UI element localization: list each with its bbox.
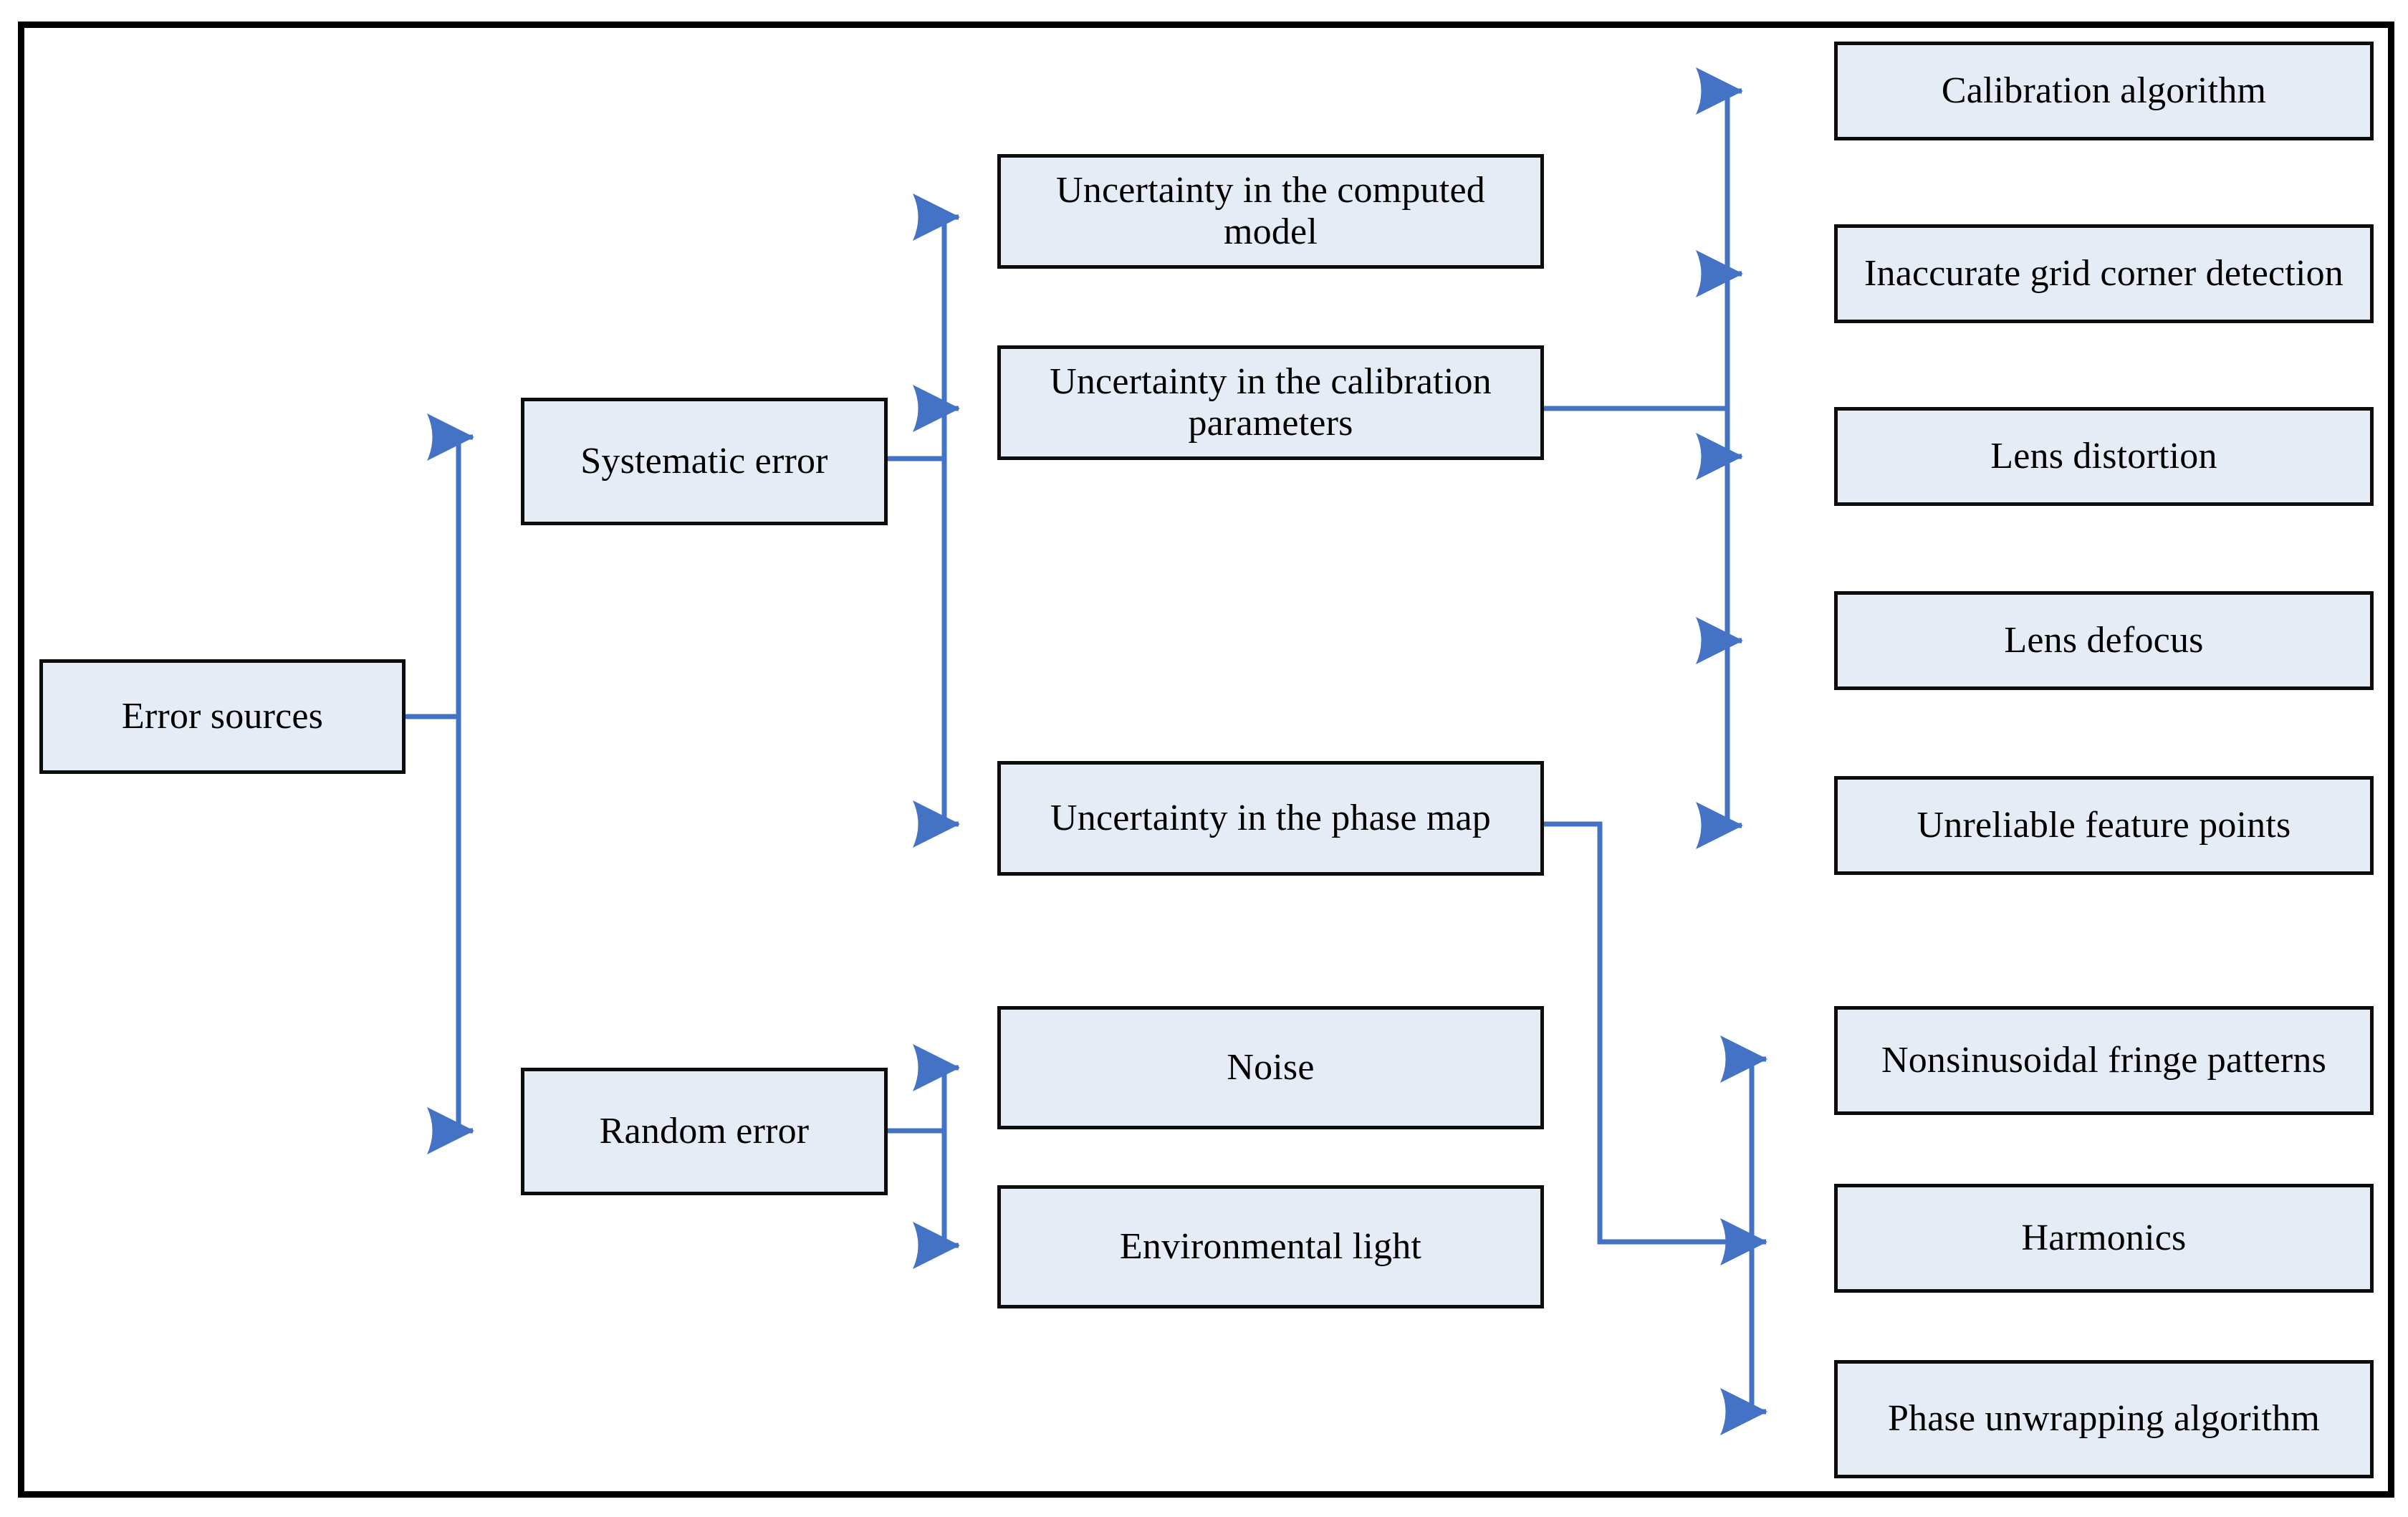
node-label: Random error (599, 1110, 810, 1152)
node-label: Environmental light (1119, 1225, 1422, 1267)
node-label: Phase unwrapping algorithm (1887, 1398, 2321, 1440)
node-error-sources[interactable]: Error sources (39, 659, 406, 774)
node-inaccurate-grid-corner-detection[interactable]: Inaccurate grid corner detection (1834, 224, 2374, 323)
node-label: Nonsinusoidal fringe patterns (1881, 1039, 2326, 1081)
node-unreliable-feature-points[interactable]: Unreliable feature points (1834, 776, 2374, 875)
node-label: Calibration algorithm (1941, 70, 2267, 111)
node-label: Systematic error (580, 440, 828, 482)
node-lens-defocus[interactable]: Lens defocus (1834, 591, 2374, 690)
node-label: Lens defocus (2004, 619, 2204, 661)
node-environmental-light[interactable]: Environmental light (997, 1185, 1544, 1308)
node-label: Uncertainty in the phase map (1050, 797, 1491, 838)
node-harmonics[interactable]: Harmonics (1834, 1184, 2374, 1293)
node-label: Uncertainty in the computed model (1056, 169, 1485, 252)
node-phase-unwrapping-algorithm[interactable]: Phase unwrapping algorithm (1834, 1360, 2374, 1478)
node-label: Inaccurate grid corner detection (1863, 252, 2344, 294)
node-systematic-error[interactable]: Systematic error (521, 398, 888, 525)
node-label: Noise (1227, 1046, 1315, 1088)
node-label: Lens distortion (1990, 435, 2217, 477)
node-uncertainty-computed-model[interactable]: Uncertainty in the computed model (997, 154, 1544, 269)
node-nonsinusoidal-fringe-patterns[interactable]: Nonsinusoidal fringe patterns (1834, 1006, 2374, 1115)
node-lens-distortion[interactable]: Lens distortion (1834, 407, 2374, 506)
node-random-error[interactable]: Random error (521, 1068, 888, 1195)
node-noise[interactable]: Noise (997, 1006, 1544, 1129)
node-label: Harmonics (2021, 1217, 2187, 1258)
node-label: Unreliable feature points (1917, 804, 2291, 846)
node-uncertainty-calibration-parameters[interactable]: Uncertainty in the calibration parameter… (997, 345, 1544, 460)
node-uncertainty-phase-map[interactable]: Uncertainty in the phase map (997, 761, 1544, 876)
node-calibration-algorithm[interactable]: Calibration algorithm (1834, 42, 2374, 140)
node-label: Error sources (121, 695, 324, 737)
node-label: Uncertainty in the calibration parameter… (1050, 360, 1492, 444)
